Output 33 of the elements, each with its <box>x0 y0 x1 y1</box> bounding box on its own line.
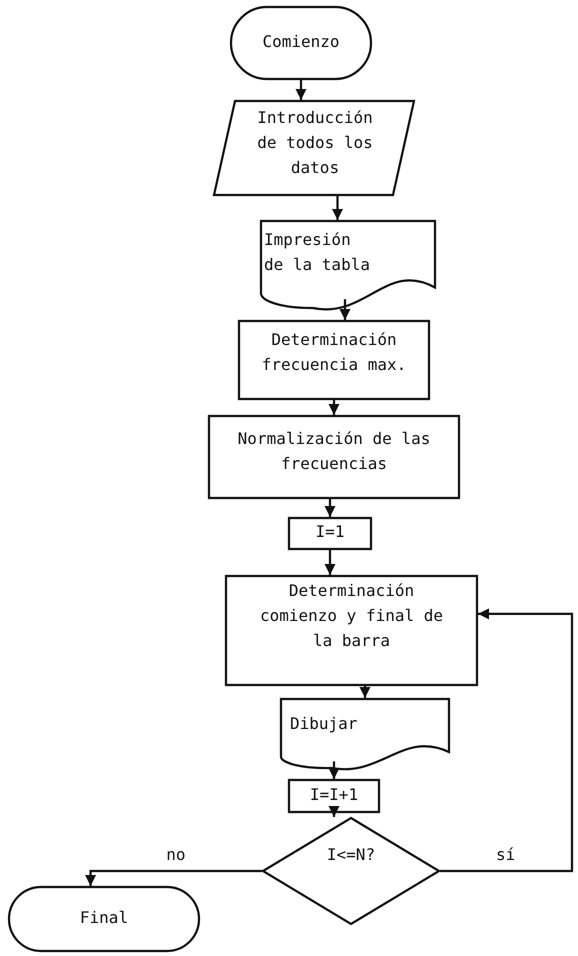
process-box <box>225 575 478 686</box>
node-text: Determinación frecuencia max. <box>260 329 408 376</box>
process-box <box>238 320 430 400</box>
arrow <box>324 550 336 575</box>
node-text: Determinación comienzo y final de la barra <box>258 580 444 652</box>
document-shape <box>280 698 450 770</box>
arrow <box>296 80 306 100</box>
decision-diamond <box>262 817 440 925</box>
arrow <box>440 608 574 872</box>
node-text: Dibujar <box>290 713 358 735</box>
node-text: I<=N? <box>326 844 376 866</box>
arrow <box>85 870 262 886</box>
node-text: Final <box>78 907 130 929</box>
node-text: Normalización de las frecuencias <box>236 428 432 475</box>
arrow <box>328 761 340 779</box>
node-text: Introducción de todos los datos <box>256 107 374 179</box>
node-text: I=I+1 <box>308 784 360 806</box>
arrow <box>328 806 340 817</box>
process-box <box>208 415 460 499</box>
node-text: I=1 <box>314 521 346 543</box>
process-box <box>288 779 380 813</box>
arrow <box>324 499 336 517</box>
arrow <box>360 686 370 698</box>
node-text: Comienzo <box>261 31 341 53</box>
input-parallelogram <box>213 100 415 196</box>
document-shape <box>260 220 436 310</box>
node-text: Impresión de la tabla <box>264 229 371 276</box>
arrow <box>332 196 343 220</box>
terminal-shape <box>8 886 200 952</box>
terminal-shape <box>230 6 372 80</box>
arrow <box>328 400 340 415</box>
process-box <box>288 517 372 550</box>
arrow <box>340 299 350 320</box>
